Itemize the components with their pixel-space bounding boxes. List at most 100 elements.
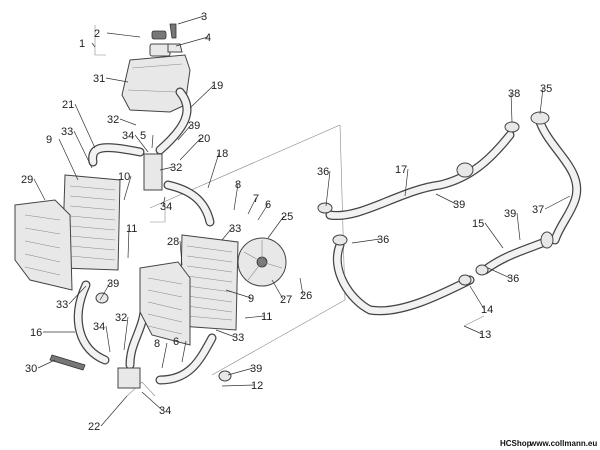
callout-9: 9: [248, 293, 254, 305]
hose-clamps: [95, 111, 554, 382]
callout-19: 19: [211, 80, 223, 92]
callout-13: 13: [479, 329, 491, 341]
leader-line-9: [58, 138, 79, 181]
leader-line-3: [177, 15, 205, 25]
callout-37: 37: [532, 204, 544, 216]
leader-line-14: [469, 285, 485, 310]
leader-line-34: [134, 134, 149, 153]
footer-shop: HCShop: [500, 439, 532, 448]
callout-18: 18: [216, 148, 228, 160]
leader-line-21: [74, 103, 96, 149]
leader-line-7: [247, 197, 257, 215]
leader-line-32: [119, 118, 137, 126]
leader-line-35: [539, 87, 544, 115]
leader-line-17: [404, 168, 409, 197]
leader-line-34: [162, 196, 166, 207]
leader-line-1: [91, 42, 96, 48]
callout-8: 8: [235, 179, 241, 191]
callout-34: 34: [159, 405, 171, 417]
callout-29: 29: [21, 174, 33, 186]
callout-30: 30: [25, 363, 37, 375]
leader-line-2: [106, 32, 141, 38]
screw-icon: [169, 23, 177, 39]
leader-line-5: [151, 134, 154, 149]
callout-6: 6: [173, 336, 179, 348]
footer-site: www.collmann.eu: [529, 439, 597, 448]
callout-leaders: [33, 15, 571, 427]
leader-line-38: [510, 92, 513, 123]
callout-33: 33: [229, 223, 241, 235]
callout-4: 4: [205, 32, 211, 44]
leader-line-39: [227, 367, 254, 376]
callout-1: 1: [79, 38, 85, 50]
leader-line-36: [351, 238, 381, 244]
leader-line-32: [123, 316, 129, 351]
leader-line-33: [221, 227, 233, 241]
callout-11: 11: [126, 223, 137, 235]
callout-21: 21: [62, 99, 74, 111]
callout-39: 39: [453, 199, 465, 211]
callout-39: 39: [250, 363, 262, 375]
callout-5: 5: [140, 130, 146, 142]
leader-line-9: [225, 289, 252, 299]
callout-33: 33: [56, 299, 68, 311]
leader-line-39: [177, 124, 192, 141]
callout-38: 38: [508, 88, 520, 100]
leader-line-6: [181, 340, 187, 363]
leader-line-37: [544, 195, 571, 210]
callout-8: 8: [154, 338, 160, 350]
callout-32: 32: [107, 114, 119, 126]
callout-14: 14: [481, 304, 493, 316]
leader-line-13: [463, 325, 483, 335]
cooling-fan: [237, 237, 287, 287]
callout-36: 36: [377, 234, 389, 246]
callout-15: 15: [472, 218, 484, 230]
callout-27: 27: [280, 294, 292, 306]
callout-39: 39: [504, 208, 516, 220]
callout-22: 22: [88, 421, 100, 433]
leader-line-28: [179, 240, 183, 266]
fittings: [49, 153, 163, 389]
callout-10: 10: [118, 171, 130, 183]
callout-33: 33: [61, 126, 73, 138]
callout-28: 28: [167, 236, 179, 248]
callout-36: 36: [317, 166, 329, 178]
leader-line-34: [105, 325, 111, 353]
leader-line-31: [105, 77, 129, 83]
leader-line-12: [221, 384, 255, 387]
callout-34: 34: [93, 321, 105, 333]
leader-line-19: [189, 84, 215, 109]
leader-line-34: [141, 391, 163, 411]
leader-line-32: [159, 166, 174, 171]
callout-11: 11: [261, 311, 272, 323]
callout-39: 39: [107, 278, 119, 290]
callout-26: 26: [300, 290, 312, 302]
leader-line-11: [244, 315, 265, 319]
leader-line-11: [127, 227, 130, 259]
seal-strip-icon: [49, 354, 86, 371]
leader-line-39: [99, 282, 111, 301]
callout-6: 6: [265, 199, 271, 211]
leader-line-36: [325, 170, 331, 207]
callout-36: 36: [507, 273, 519, 285]
callout-7: 7: [253, 193, 259, 205]
callout-32: 32: [115, 312, 127, 324]
leader-line-15: [484, 222, 504, 249]
leader-line-33: [68, 285, 87, 305]
guide-lines: [94, 25, 485, 397]
leader-line-26: [299, 277, 304, 296]
callout-3: 3: [201, 11, 207, 23]
leader-line-18: [207, 152, 220, 189]
callout-12: 12: [251, 380, 263, 392]
leader-line-33: [215, 329, 236, 338]
leader-line-39: [435, 193, 457, 205]
leader-line-8: [161, 342, 168, 369]
callout-32: 32: [170, 162, 182, 174]
callout-9: 9: [46, 134, 52, 146]
leader-line-27: [271, 279, 284, 300]
callout-2: 2: [94, 28, 100, 40]
leader-line-10: [123, 175, 132, 201]
